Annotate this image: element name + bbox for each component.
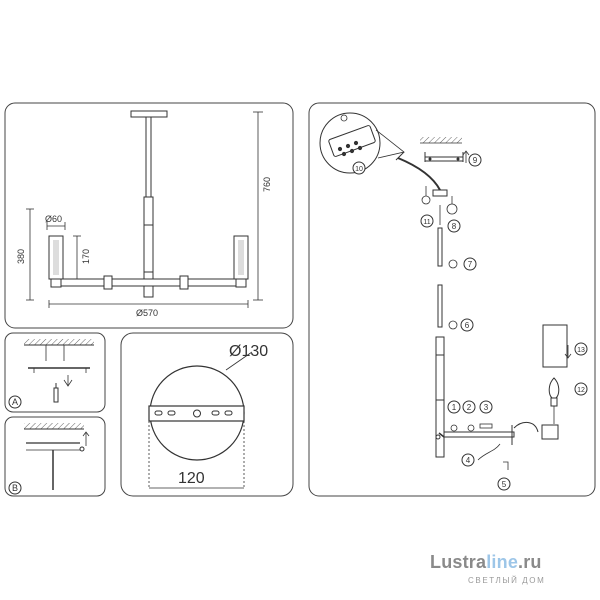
step-6-badge xyxy=(460,318,474,332)
assembly-rod-lower xyxy=(437,284,443,328)
step-10-label: 10 xyxy=(355,166,363,173)
step-12-label: 12 xyxy=(577,387,585,394)
assembly-arm xyxy=(443,431,515,438)
step-1-badge xyxy=(447,400,461,414)
step-4-badge xyxy=(461,453,475,467)
watermark-brand-main: Lustra xyxy=(430,552,487,572)
assembly-canopy xyxy=(432,189,448,197)
canopy-diameter-leader xyxy=(225,351,253,371)
step-10-badge xyxy=(352,161,366,175)
watermark-brand: Lustraline.ru xyxy=(430,552,542,573)
arm-connector-right xyxy=(179,275,189,290)
step-8-badge xyxy=(447,219,461,233)
assembly-panel xyxy=(308,102,596,497)
arm-height-label: 380 xyxy=(16,249,26,264)
panel-border xyxy=(4,102,294,329)
watermark-brand-suffix: .ru xyxy=(518,552,542,572)
mounting-b-label: B xyxy=(12,483,18,493)
ceiling-hatch xyxy=(420,137,462,143)
screwdriver-icon xyxy=(53,387,59,403)
step-5-label: 5 xyxy=(502,480,507,489)
washer-icon xyxy=(450,424,458,432)
bracket-width-label: 120 xyxy=(178,470,205,487)
height-label: 760 xyxy=(262,177,272,192)
shade-left-holder xyxy=(50,278,62,288)
arm-connector-left xyxy=(103,275,113,290)
step-6-label: 6 xyxy=(465,321,470,330)
shade-diameter-label: Ø60 xyxy=(45,214,62,224)
step-9-badge xyxy=(468,153,482,167)
supply-wire xyxy=(397,157,441,191)
horizontal-arm xyxy=(54,278,246,287)
brand-watermark: Lustraline.ru СВЕТЛЫЙ ДОМ xyxy=(430,552,590,592)
canopy-diameter-label: Ø130 xyxy=(229,343,268,360)
width-label: Ø570 xyxy=(136,308,158,318)
mounting-methods-panel xyxy=(4,332,106,497)
nut-icon xyxy=(446,203,458,215)
step-13-badge xyxy=(574,342,588,356)
step-3-badge xyxy=(479,400,493,414)
nut-icon xyxy=(421,195,431,205)
washer-icon xyxy=(467,424,475,432)
step-12-badge xyxy=(574,382,588,396)
shade-right-holder xyxy=(235,278,247,288)
mounting-bracket-plate xyxy=(148,405,245,422)
step-2-badge xyxy=(462,400,476,414)
mounting-b-border xyxy=(4,416,106,497)
watermark-brand-accent: line xyxy=(486,552,519,572)
screw-icon xyxy=(435,434,441,440)
assembly-lamp-socket xyxy=(541,424,559,440)
step-13-label: 13 xyxy=(577,347,585,354)
assembly-rod-upper xyxy=(437,227,443,267)
watermark-tagline: СВЕТЛЫЙ ДОМ xyxy=(468,576,546,585)
step-9-label: 9 xyxy=(473,156,478,165)
assembly-column xyxy=(435,336,445,458)
screw-b xyxy=(79,446,85,452)
ceiling-hatch-a xyxy=(24,339,94,345)
step-3-label: 3 xyxy=(484,403,489,412)
step-7-label: 7 xyxy=(468,260,473,269)
step-11-badge xyxy=(420,214,434,228)
central-column xyxy=(143,196,154,298)
suspension-rod xyxy=(145,116,152,198)
step-4-label: 4 xyxy=(466,456,471,465)
assembly-shade xyxy=(542,324,568,368)
shade-left-inner xyxy=(53,240,59,275)
step-11-label: 11 xyxy=(423,219,430,226)
step-2-label: 2 xyxy=(467,403,472,412)
mounting-a-label: A xyxy=(12,397,18,407)
step-5-badge xyxy=(497,477,511,491)
ceiling-canopy xyxy=(130,110,168,118)
canopy-detail-border xyxy=(120,332,294,497)
assembly-border xyxy=(308,102,596,497)
shade-height-label: 170 xyxy=(81,249,91,264)
canopy-detail-panel xyxy=(120,332,294,497)
wiring-detail-bubble xyxy=(319,112,381,174)
mounting-a-border xyxy=(4,332,106,413)
step-8-label: 8 xyxy=(452,222,457,231)
shade-right-inner xyxy=(238,240,244,275)
ceiling-hatch-b xyxy=(24,423,84,429)
step-1-label: 1 xyxy=(452,403,457,412)
badge-b xyxy=(8,481,22,495)
badge-a xyxy=(8,395,22,409)
overall-dimensions-panel xyxy=(4,102,294,329)
bulb-icon xyxy=(548,377,560,399)
step-7-badge xyxy=(463,257,477,271)
